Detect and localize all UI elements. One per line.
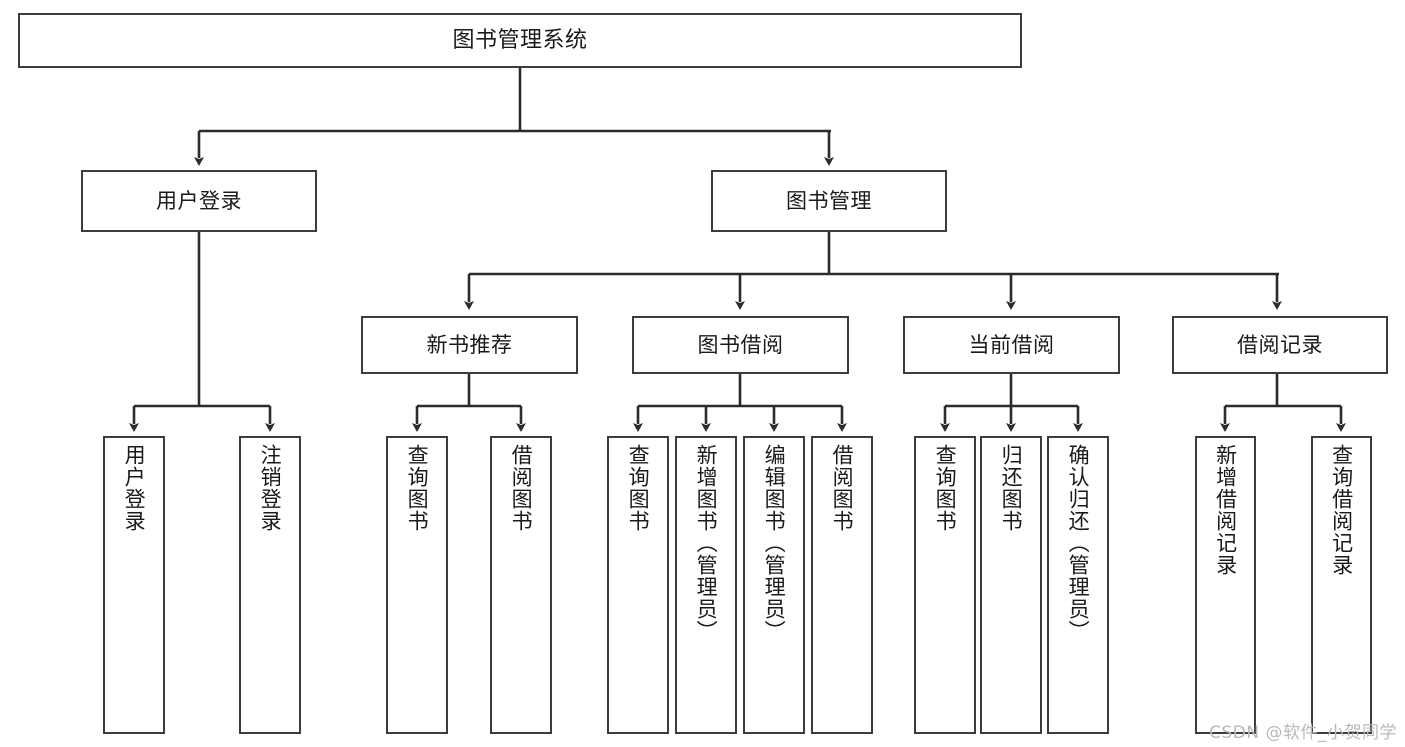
node-label: 新增借阅记录 — [1213, 444, 1238, 576]
node-label: 图书借阅 — [697, 332, 784, 357]
node-label: 借阅图书 — [509, 444, 534, 532]
node-label: 注销登录 — [258, 444, 283, 532]
node-label: 查询图书 — [405, 444, 430, 532]
leaf-borrow-book[interactable]: 借阅图书 — [811, 436, 873, 734]
leaf-add-borrow-record[interactable]: 新增借阅记录 — [1195, 436, 1256, 734]
node-borrow-record[interactable]: 借阅记录 — [1172, 316, 1388, 374]
node-book-management[interactable]: 图书管理 — [711, 170, 947, 232]
leaf-logout[interactable]: 注销登录 — [239, 436, 301, 734]
leaf-confirm-return-admin[interactable]: 确认归还（管理员） — [1047, 436, 1109, 734]
node-label: 用户登录 — [122, 444, 147, 532]
leaf-query-book-borrow[interactable]: 查询图书 — [607, 436, 669, 734]
node-current-borrow[interactable]: 当前借阅 — [903, 316, 1120, 374]
watermark: CSDN @软件_小贺同学 — [1209, 723, 1397, 743]
node-label: 查询借阅记录 — [1329, 444, 1354, 576]
node-label: 图书管理系统 — [452, 27, 588, 53]
leaf-edit-book-admin[interactable]: 编辑图书（管理员） — [743, 436, 805, 734]
leaf-add-book-admin[interactable]: 新增图书（管理员） — [675, 436, 737, 734]
node-label: 借阅图书 — [830, 444, 855, 532]
node-root-system[interactable]: 图书管理系统 — [18, 13, 1022, 68]
node-label: 借阅记录 — [1237, 332, 1323, 357]
leaf-query-book-recommend[interactable]: 查询图书 — [386, 436, 448, 734]
leaf-query-book-current[interactable]: 查询图书 — [914, 436, 976, 734]
node-label: 编辑图书（管理员） — [762, 444, 787, 642]
leaf-return-book[interactable]: 归还图书 — [980, 436, 1042, 734]
node-label: 查询图书 — [933, 444, 958, 532]
node-label: 确认归还（管理员） — [1066, 444, 1091, 642]
node-label: 查询图书 — [626, 444, 651, 532]
node-book-borrow[interactable]: 图书借阅 — [632, 316, 849, 374]
node-label: 用户登录 — [156, 188, 242, 213]
leaf-query-borrow-record[interactable]: 查询借阅记录 — [1311, 436, 1372, 734]
leaf-borrow-book-recommend[interactable]: 借阅图书 — [490, 436, 552, 734]
node-label: 新增图书（管理员） — [694, 444, 719, 642]
node-user-login[interactable]: 用户登录 — [81, 170, 317, 232]
node-label: 新书推荐 — [426, 332, 513, 357]
node-label: 图书管理 — [786, 188, 872, 213]
node-label: 当前借阅 — [968, 332, 1055, 357]
node-label: 归还图书 — [999, 444, 1024, 532]
leaf-user-login[interactable]: 用户登录 — [103, 436, 165, 734]
node-new-book-recommend[interactable]: 新书推荐 — [361, 316, 578, 374]
